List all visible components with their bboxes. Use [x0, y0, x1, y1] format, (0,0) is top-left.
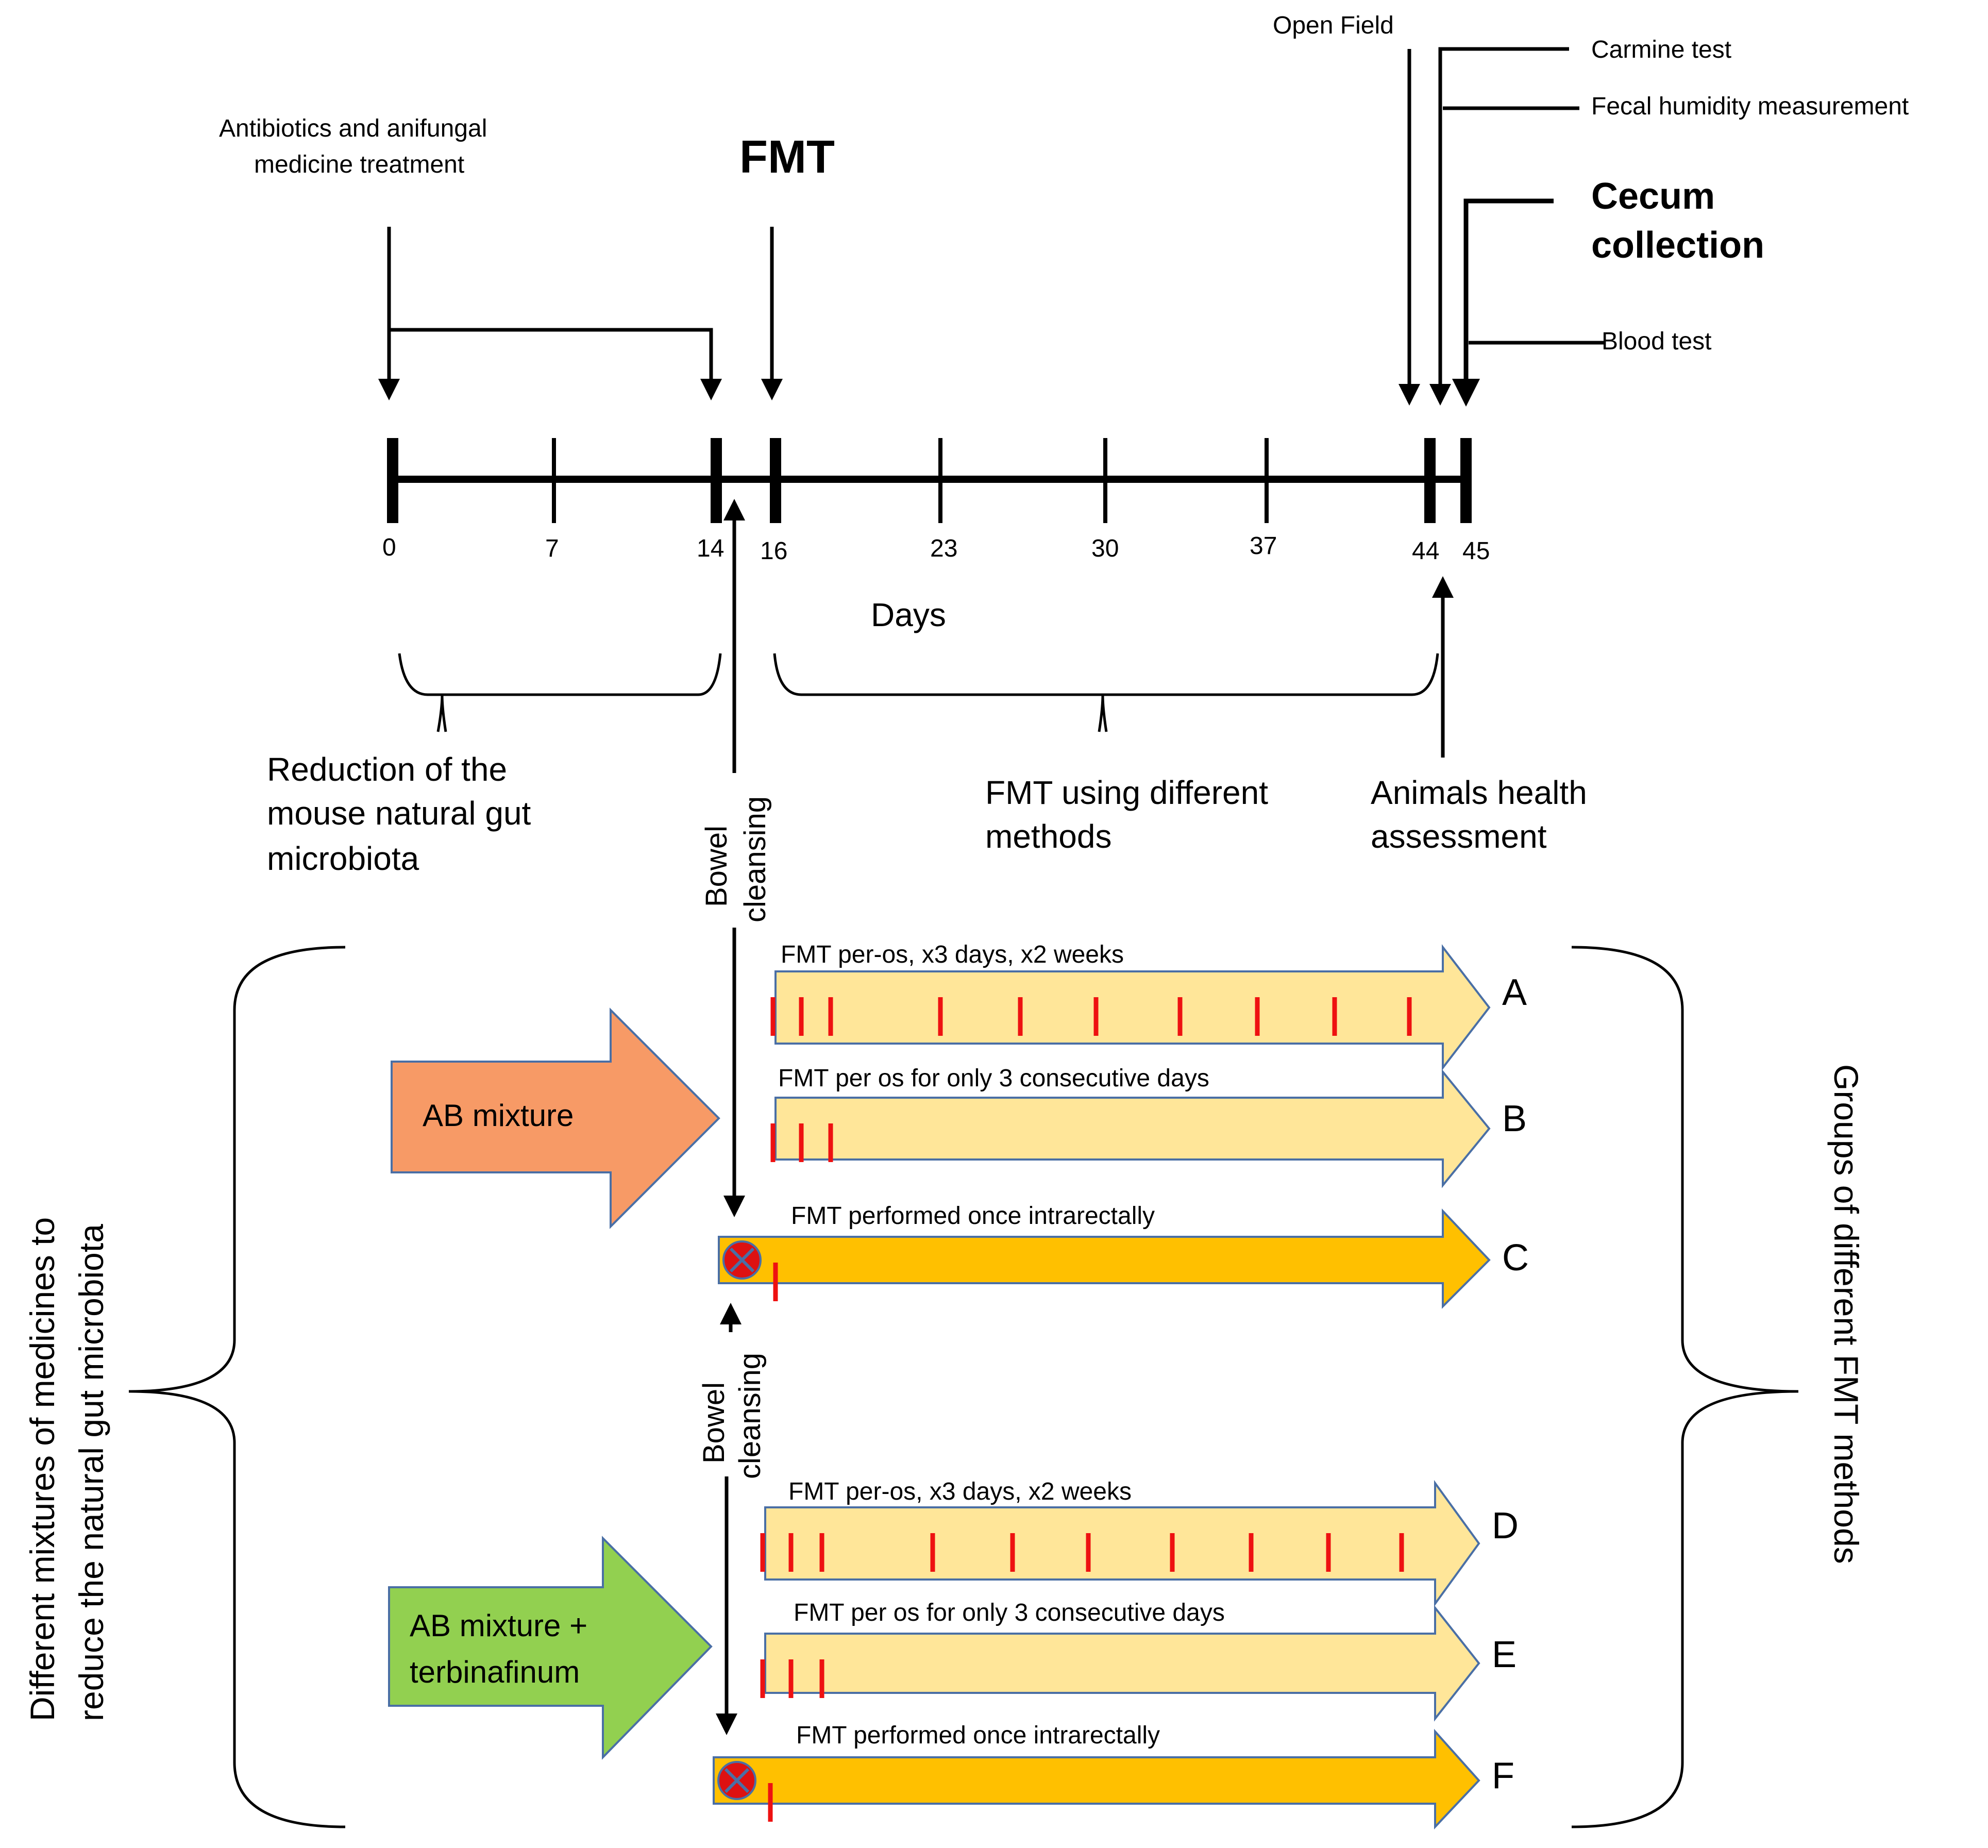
- group-f-label: FMT performed once intrarectally: [796, 1722, 1160, 1749]
- right-side-label: Groups of different FMT methods: [1827, 1064, 1865, 1564]
- tick-label-16: 16: [760, 537, 787, 565]
- left-brace: [128, 946, 346, 1828]
- ab-mixture-arrow: AB mixture: [391, 1007, 720, 1229]
- group-a-label: FMT per-os, x3 days, x2 weeks: [781, 941, 1124, 968]
- group-a-arrow: [774, 944, 1491, 1071]
- ab-terb-arrow: AB mixture + terbinafinum: [388, 1536, 713, 1760]
- group-c-arrow: [718, 1208, 1491, 1309]
- group-b-arrow: [774, 1069, 1491, 1188]
- cleansing-label-1: cleansing: [738, 796, 772, 922]
- tick-label-30: 30: [1091, 535, 1119, 562]
- timeline: 0 7 14 16 23 30 37 44 45 Days: [382, 438, 1490, 633]
- side-braces: Different mixtures of medicines to reduc…: [23, 946, 1865, 1828]
- reduction-brace: [398, 653, 722, 732]
- tick-label-37: 37: [1250, 532, 1277, 560]
- top-annotations: Antibiotics and anifungal medicine treat…: [219, 12, 1909, 407]
- fmt-methods-label-line2: methods: [985, 818, 1111, 855]
- group-e-label: FMT per os for only 3 consecutive days: [794, 1599, 1225, 1626]
- tick-label-45: 45: [1462, 537, 1490, 565]
- antibiotics-bracket: [389, 328, 722, 400]
- group-letter-a: A: [1502, 972, 1527, 1013]
- ab-mixture-shape: [391, 1007, 720, 1229]
- bowel-cleansing-top: Bowel cleansing: [700, 499, 772, 1217]
- tick-label-44: 44: [1412, 537, 1439, 565]
- period-braces: Reduction of the mouse natural gut micro…: [267, 576, 1587, 877]
- group-d-arrow: [764, 1480, 1480, 1607]
- carmine-arrow: [1429, 47, 1569, 406]
- bowel-cleansing-bottom: Bowel cleansing: [697, 1303, 767, 1735]
- left-side-label-line1: Different mixtures of medicines to: [23, 1217, 61, 1721]
- no-entry-cross: [729, 1247, 755, 1273]
- tick-label-23: 23: [930, 535, 957, 562]
- group-letter-c: C: [1502, 1237, 1529, 1279]
- blood-test-label: Blood test: [1602, 328, 1711, 355]
- group-letter-f: F: [1492, 1755, 1514, 1796]
- ab-terb-shape: [388, 1536, 713, 1760]
- right-brace: [1571, 946, 1799, 1828]
- bowel-label-2: Bowel: [697, 1382, 731, 1464]
- tick-label-7: 7: [545, 535, 559, 562]
- fmt-methods-brace: [773, 653, 1439, 732]
- fmt-methods-label-line1: FMT using different: [985, 774, 1268, 811]
- no-entry-cross: [724, 1768, 750, 1793]
- cecum-label-line2: collection: [1591, 225, 1764, 266]
- group-f-arrow: [713, 1728, 1480, 1830]
- group-d-label: FMT per-os, x3 days, x2 weeks: [788, 1478, 1132, 1505]
- fmt-title: FMT: [739, 131, 835, 183]
- ab-terb-label-line1: AB mixture +: [410, 1608, 587, 1643]
- cecum-label-line1: Cecum: [1591, 176, 1715, 217]
- group-e-arrow: [764, 1605, 1480, 1722]
- group-letter-e: E: [1492, 1634, 1517, 1675]
- antibiotics-label-line2: medicine treatment: [254, 151, 464, 178]
- ab-mixture-label: AB mixture: [423, 1098, 574, 1133]
- tick-label-0: 0: [382, 534, 396, 561]
- cleansing-label-2: cleansing: [733, 1353, 767, 1479]
- reduction-label-line1: Reduction of the: [267, 751, 507, 788]
- fecal-humidity-label: Fecal humidity measurement: [1591, 93, 1909, 120]
- health-label-line1: Animals health: [1371, 774, 1587, 811]
- open-field-label: Open Field: [1273, 12, 1394, 39]
- reduction-label-line3: microbiota: [267, 840, 419, 877]
- health-label-line2: assessment: [1371, 818, 1547, 855]
- ab-terb-label-line2: terbinafinum: [410, 1655, 580, 1689]
- axis-label-days: Days: [871, 596, 946, 633]
- antibiotics-label-line1: Antibiotics and anifungal: [219, 115, 487, 142]
- reduction-label-line2: mouse natural gut: [267, 795, 531, 832]
- group-b-label: FMT per os for only 3 consecutive days: [778, 1065, 1209, 1092]
- group-letter-b: B: [1502, 1098, 1527, 1139]
- bowel-label-1: Bowel: [700, 826, 733, 907]
- cecum-arrow: [1452, 198, 1554, 407]
- tick-label-14: 14: [697, 535, 724, 562]
- carmine-test-label: Carmine test: [1591, 36, 1731, 63]
- group-letter-d: D: [1492, 1505, 1519, 1547]
- group-c-label: FMT performed once intrarectally: [791, 1202, 1155, 1230]
- left-side-label-line2: reduce the natural gut microbiota: [72, 1224, 110, 1721]
